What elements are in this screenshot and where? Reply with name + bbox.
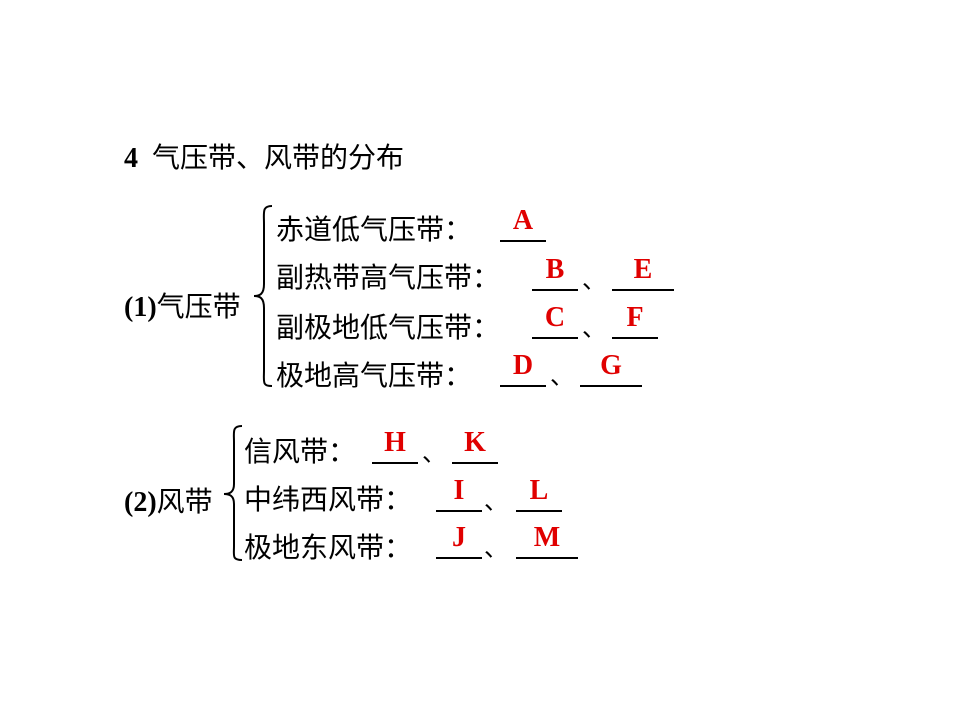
answer-blank-D: D <box>500 351 546 387</box>
answer-blank-L: L <box>516 476 562 512</box>
answer-blank-I: I <box>436 476 482 512</box>
separator: 、 <box>422 439 446 467</box>
answer-blank-M: M <box>516 523 578 559</box>
row-text: 中纬西风带： <box>244 483 413 516</box>
wind-label-text: 风带 <box>156 485 213 518</box>
pressure-label-number: (1) <box>124 292 157 323</box>
heading-title: 气压带、风带的分布 <box>152 141 405 174</box>
row-text: 信风带： <box>244 435 357 468</box>
answer-blank-J: J <box>436 523 482 559</box>
answer-blank-H: H <box>372 428 418 464</box>
answer-blank-A: A <box>500 206 546 242</box>
separator: 、 <box>484 534 508 562</box>
row-text: 极地高气压带： <box>276 359 473 392</box>
answer-blank-F: F <box>612 303 658 339</box>
section-heading: 4 气压带、风带的分布 <box>124 136 404 176</box>
pressure-row-subpolar-low: 副极地低气压带： <box>276 306 500 346</box>
answer-blank-E: E <box>612 255 674 291</box>
answer-blank-G: G <box>580 351 642 387</box>
pressure-brace <box>253 205 273 387</box>
pressure-row-subtropical-high: 副热带高气压带： <box>276 256 500 296</box>
wind-label-number: (2) <box>124 487 157 518</box>
separator: 、 <box>484 487 508 515</box>
separator: 、 <box>582 314 606 342</box>
separator: 、 <box>550 362 574 390</box>
row-text: 副热带高气压带： <box>276 261 501 294</box>
wind-row-polar-easterlies: 极地东风带： <box>244 526 412 566</box>
separator: 、 <box>582 266 606 294</box>
pressure-row-polar-high: 极地高气压带： <box>276 354 472 394</box>
wind-row-westerlies: 中纬西风带： <box>244 478 412 518</box>
row-text: 副极地低气压带： <box>276 311 501 344</box>
row-text: 极地东风带： <box>244 531 413 564</box>
wind-row-trade: 信风带： <box>244 430 356 470</box>
pressure-row-equatorial-low: 赤道低气压带： <box>276 208 472 248</box>
row-text: 赤道低气压带： <box>276 213 473 246</box>
wind-brace <box>223 425 243 561</box>
answer-blank-B: B <box>532 255 578 291</box>
answer-blank-C: C <box>532 303 578 339</box>
heading-number: 4 <box>124 143 138 174</box>
answer-blank-K: K <box>452 428 498 464</box>
pressure-belt-label: (1)气压带 <box>124 285 241 325</box>
wind-belt-label: (2)风带 <box>124 480 213 520</box>
pressure-label-text: 气压带 <box>156 290 241 323</box>
